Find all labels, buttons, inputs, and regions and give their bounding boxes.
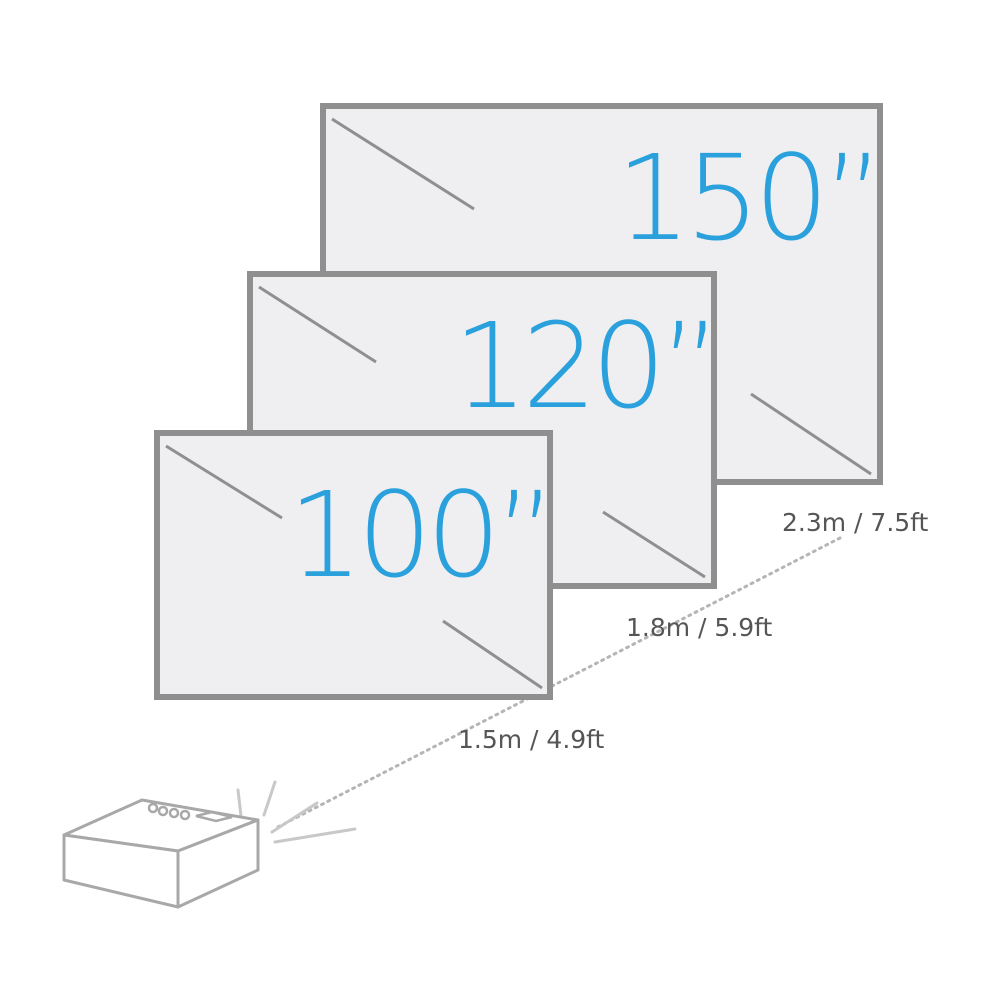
glare-lines: [165, 444, 543, 690]
glare-lines: [331, 117, 872, 476]
light-rays: [236, 780, 357, 844]
distance-label-100: 1.5m / 4.9ft: [458, 725, 605, 754]
screen-100-inch: 100”: [154, 430, 556, 700]
distance-label-120: 1.8m / 5.9ft: [626, 613, 773, 642]
projection-beam: [276, 536, 842, 829]
screen-size-label: 120”: [453, 297, 721, 435]
screen-size-label: 150”: [616, 129, 884, 267]
glare-lines: [258, 285, 706, 579]
screen-size-label: 100”: [288, 466, 556, 604]
distance-label-150: 2.3m / 7.5ft: [782, 508, 929, 537]
projector-buttons: [147, 802, 233, 823]
